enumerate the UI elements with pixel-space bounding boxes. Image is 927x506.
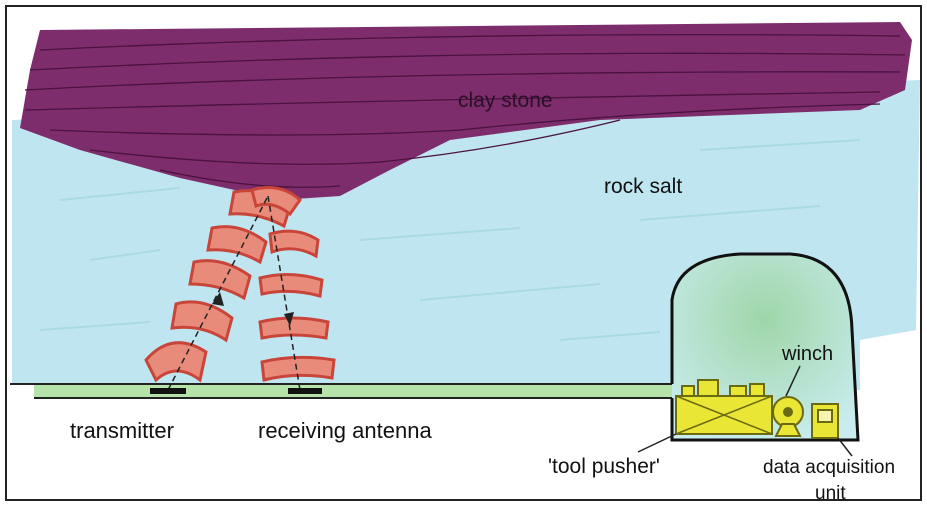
- label-winch: winch: [782, 344, 833, 364]
- data-acquisition-unit: [812, 404, 838, 438]
- label-rock-salt: rock salt: [604, 176, 682, 197]
- borehole-strip: [34, 385, 672, 397]
- label-tool-pusher: 'tool pusher': [548, 456, 660, 477]
- label-clay-stone: clay stone: [458, 90, 553, 111]
- wave-front: [260, 274, 322, 296]
- label-receiving-antenna: receiving antenna: [258, 420, 432, 442]
- label-data-acquisition: data acquisition: [763, 458, 895, 477]
- wave-front: [260, 318, 328, 338]
- label-data-acquisition-unit: unit: [815, 484, 846, 503]
- label-transmitter: transmitter: [70, 420, 174, 442]
- receiver-pad: [288, 388, 322, 394]
- transmitter-pad: [150, 388, 186, 394]
